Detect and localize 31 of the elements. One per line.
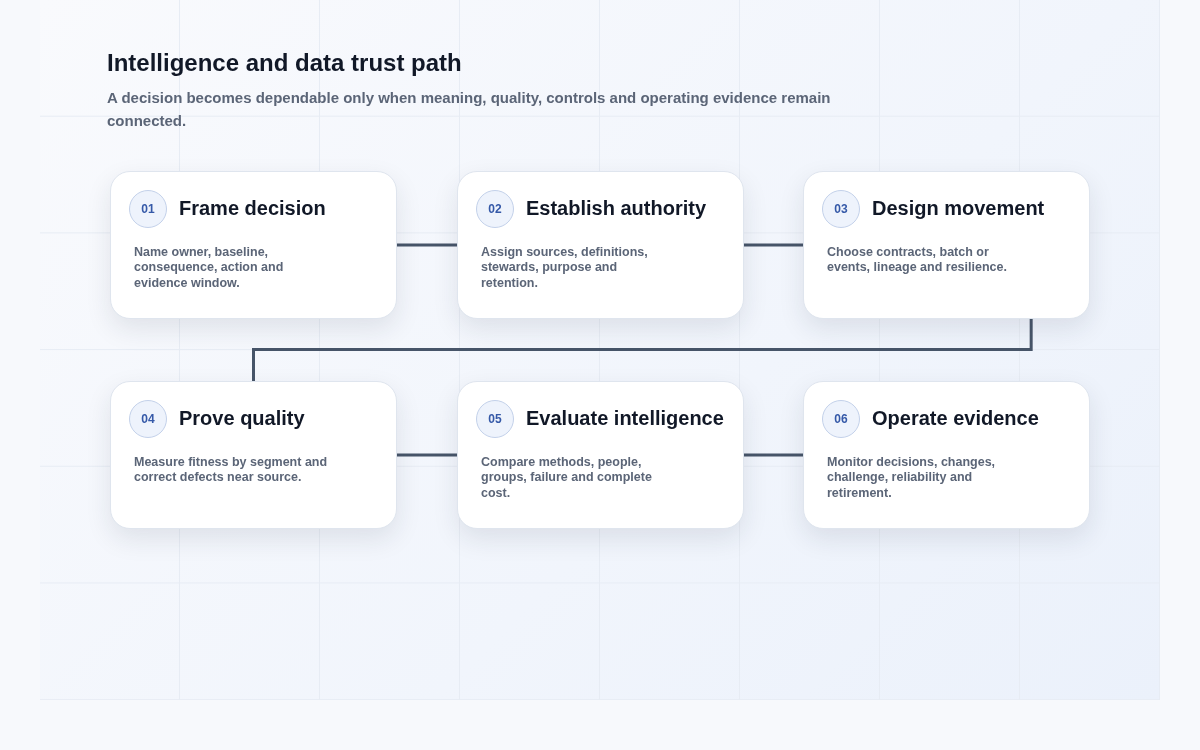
step-card (457, 171, 744, 319)
step-description: Assign sources, definitions, stewards, purpose and retention. (481, 245, 649, 292)
step-description: Monitor decisions, changes, challenge, reliability and retirement. (827, 455, 997, 502)
step-card (803, 381, 1090, 529)
step-card (110, 381, 397, 529)
connector-line (397, 243, 457, 247)
diagram-subtitle: A decision becomes dependable only when meaning, quality, controls and operating evidence remain connected. (107, 88, 832, 131)
step-title: Operate evidence (872, 406, 1039, 430)
connector-line (744, 243, 803, 247)
step-number-badge: 02 (476, 190, 514, 228)
connector-line (744, 453, 803, 457)
connector-line (397, 453, 457, 457)
step-title: Frame decision (179, 196, 326, 220)
step-number-badge: 04 (129, 400, 167, 438)
step-title: Design movement (872, 196, 1045, 220)
step-card (803, 171, 1090, 319)
diagram-title: Intelligence and data trust path (107, 49, 462, 77)
step-description: Measure fitness by segment and correct defects near source. (134, 455, 329, 486)
connector-line (252, 319, 1033, 381)
step-card (110, 171, 397, 319)
step-title: Prove quality (179, 406, 305, 430)
step-description: Name owner, baseline, consequence, action and evidence window. (134, 245, 285, 292)
step-number-badge: 01 (129, 190, 167, 228)
step-title: Evaluate intelligence (526, 406, 724, 430)
step-card (457, 381, 744, 529)
step-title: Establish authority (526, 196, 707, 220)
step-number-badge: 06 (822, 400, 860, 438)
step-number-badge: 05 (476, 400, 514, 438)
step-description: Choose contracts, batch or events, lineage and resilience. (827, 245, 1008, 276)
step-number-badge: 03 (822, 190, 860, 228)
step-description: Compare methods, people, groups, failure and complete cost. (481, 455, 653, 502)
